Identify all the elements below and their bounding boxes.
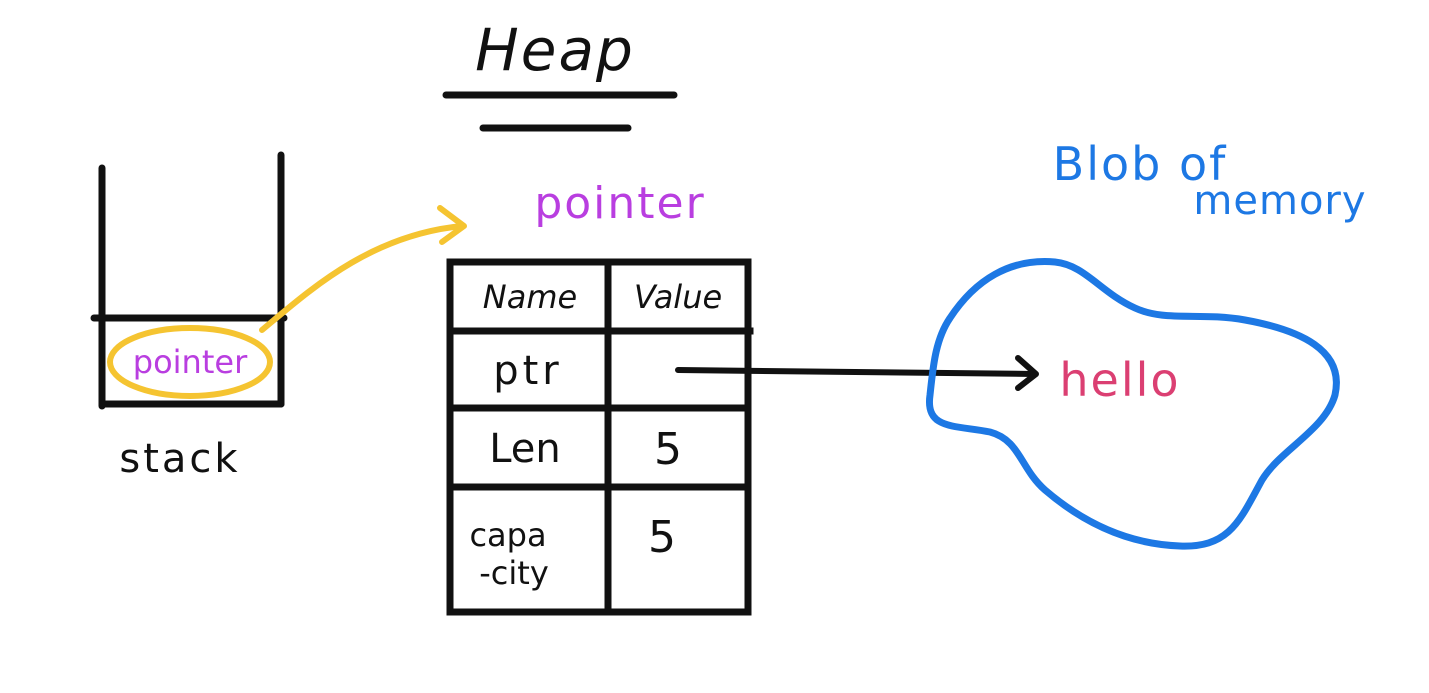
- memory-blob-outline: [925, 258, 1340, 550]
- stack-container: [90, 151, 288, 410]
- heap-pointer-label: pointer: [534, 178, 705, 229]
- table-row-capacity-value: 5: [648, 512, 676, 563]
- heap-table-grid: [446, 258, 754, 616]
- table-row-ptr-name: ptr: [493, 348, 563, 394]
- blob-content-hello: hello: [1059, 353, 1180, 407]
- ptr-arrow-head: [1015, 355, 1039, 391]
- pointer-arrow-curve: [259, 223, 465, 333]
- table-row-capacity-name-1: capa: [469, 516, 546, 554]
- table-header-value: Value: [634, 278, 722, 316]
- pointer-arrow-head: [437, 205, 467, 245]
- blob-label-line2: memory: [1193, 178, 1366, 224]
- stack-label: stack: [119, 436, 240, 482]
- table-row-len-value: 5: [654, 424, 682, 475]
- table-header-name: Name: [483, 278, 577, 316]
- table-row-capacity-name-2: -city: [479, 554, 549, 592]
- stack-pointer-text: pointer: [133, 343, 248, 381]
- stack-pointer-highlight: [107, 325, 273, 399]
- heap-title: Heap: [475, 16, 635, 84]
- blob-label-line1: Blob of: [1053, 137, 1228, 191]
- table-row-len-name: Len: [489, 426, 561, 472]
- ptr-arrow-line: [675, 367, 1037, 377]
